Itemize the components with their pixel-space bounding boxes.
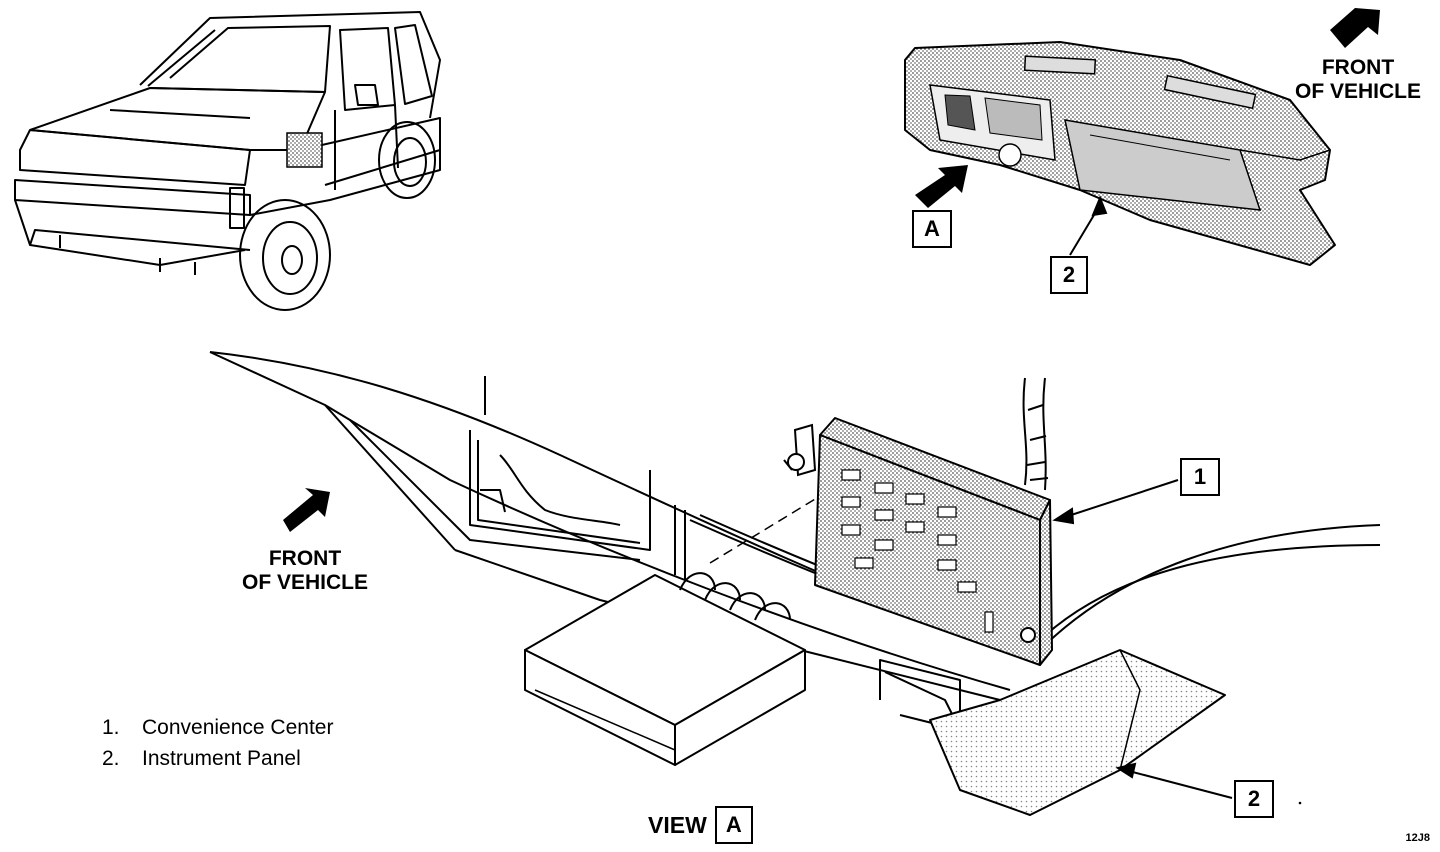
- view-prefix: VIEW: [648, 811, 707, 838]
- view-title: VIEW A: [648, 806, 753, 844]
- view-a-arrow-top: [915, 165, 968, 208]
- legend-item: 2. Instrument Panel: [102, 743, 333, 774]
- front-label-line2: OF VEHICLE: [241, 571, 368, 594]
- legend-number: 2.: [102, 747, 120, 770]
- view-letter-box: A: [714, 806, 753, 844]
- front-arrow-middle: [283, 488, 330, 532]
- location-marker: [286, 132, 323, 168]
- front-of-vehicle-label-top: FRONT OF VEHICLE: [1288, 56, 1428, 104]
- callout-1-main: 1: [1180, 458, 1220, 496]
- legend-text: Instrument Panel: [142, 747, 301, 770]
- callout-a-top: A: [912, 210, 952, 248]
- legend-item: 1. Convenience Center: [102, 712, 333, 743]
- figure-code: 12J8: [1405, 832, 1430, 844]
- legend-number: 1.: [102, 716, 120, 739]
- front-label-line1: FRONT: [268, 547, 342, 570]
- relay-module: [524, 572, 806, 766]
- convenience-center: [783, 417, 1053, 666]
- vehicle-illustration: [14, 11, 441, 311]
- callout-2-main: 2: [1234, 780, 1274, 818]
- front-label-line2: OF VEHICLE: [1294, 80, 1421, 103]
- callout-2-top: 2: [1050, 256, 1088, 294]
- panel-bracket: [929, 649, 1226, 816]
- legend-text: Convenience Center: [142, 716, 334, 739]
- front-arrow-top: [1330, 8, 1380, 48]
- front-of-vehicle-label-middle: FRONT OF VEHICLE: [230, 547, 380, 595]
- wiring-harness: [1022, 377, 1049, 491]
- front-label-line1: FRONT: [1321, 56, 1395, 79]
- instrument-panel-illustration: [904, 41, 1336, 266]
- legend: 1. Convenience Center 2. Instrument Pane…: [102, 712, 333, 774]
